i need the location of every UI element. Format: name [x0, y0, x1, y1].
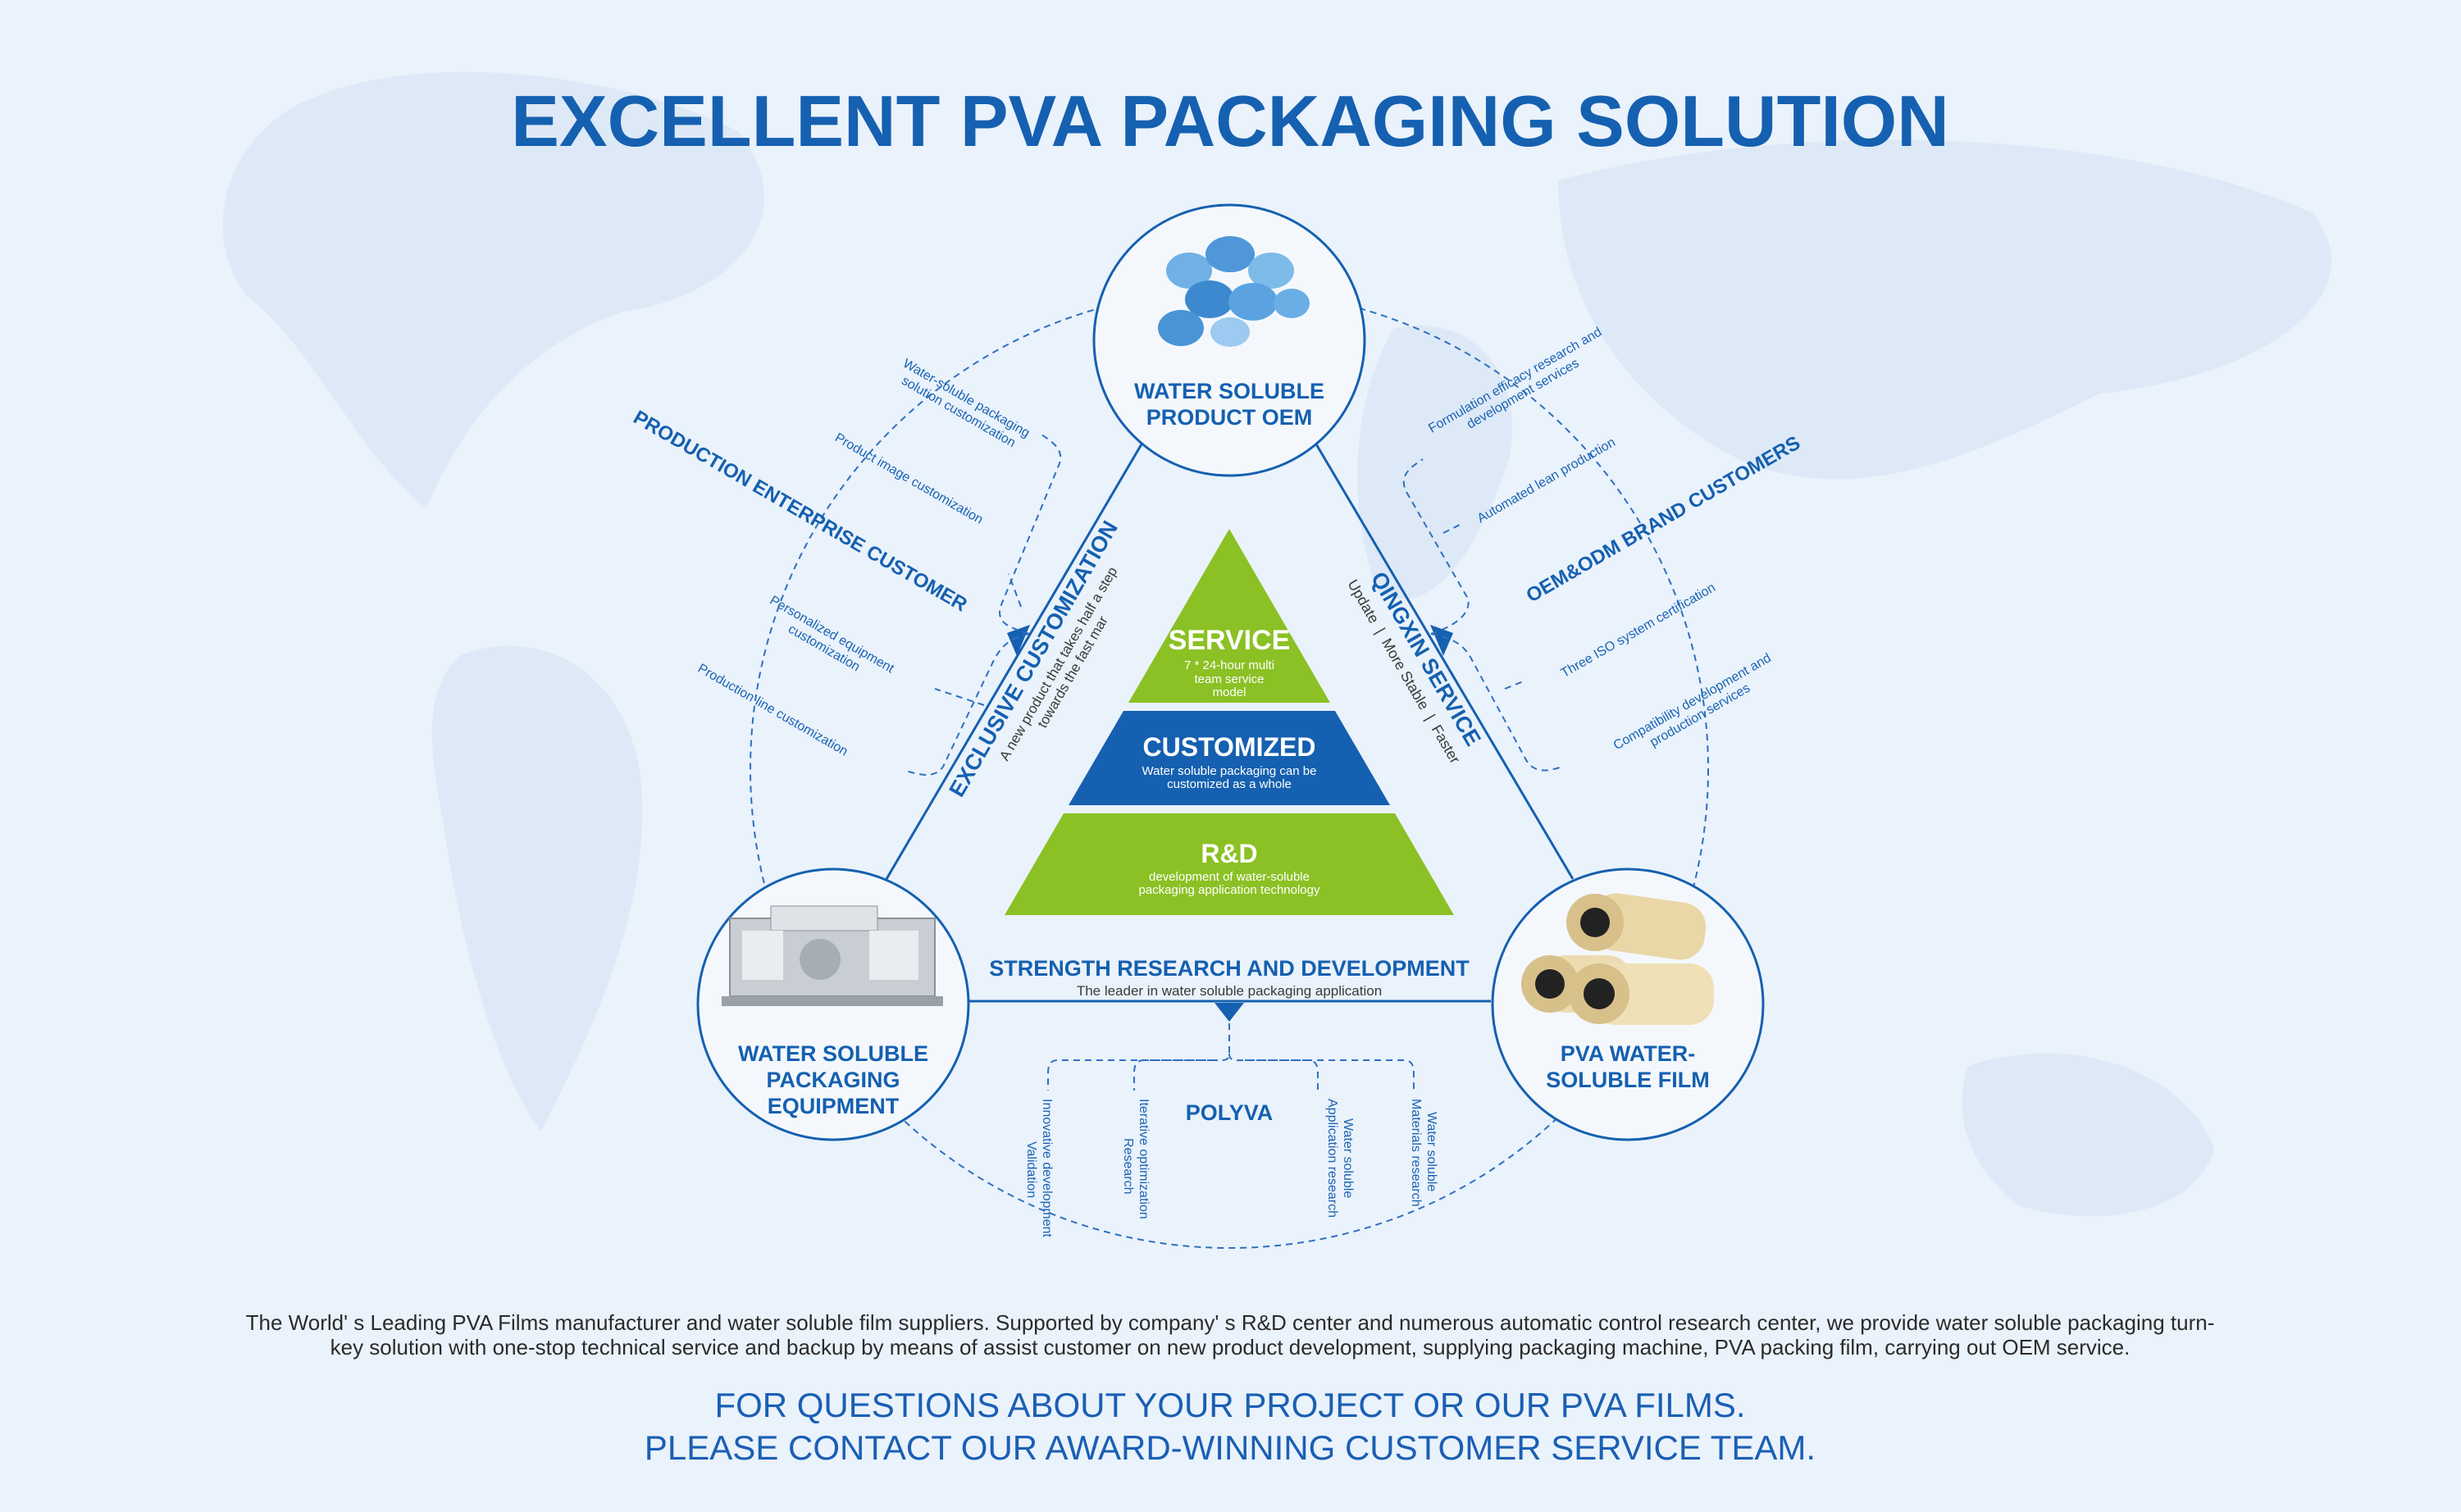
- right-item-4-line-1: Compatibility development and: [1611, 651, 1774, 753]
- bottom-pointer-icon: [1215, 1003, 1244, 1022]
- right-group-title: OEM&ODM BRAND CUSTOMERS: [1523, 432, 1804, 608]
- node-left-label-1: WATER SOLUBLE: [738, 1041, 928, 1066]
- bottom-item-2-line-2: Research: [1121, 1138, 1135, 1194]
- rnd-desc-1: development of water-soluble: [1149, 870, 1310, 884]
- rnd-title: R&D: [1201, 839, 1257, 868]
- right-bracket: [1402, 458, 1563, 772]
- pyramid-customized-layer: [1069, 711, 1390, 805]
- cta-line-1[interactable]: FOR QUESTIONS ABOUT YOUR PROJECT OR OUR …: [714, 1386, 1745, 1424]
- bottom-bracket: [1047, 1023, 1415, 1091]
- bottom-item-3-line-1: Water soluble: [1341, 1118, 1355, 1198]
- left-item-4: Production line customization: [695, 662, 850, 759]
- node-right-label-1: PVA WATER-: [1561, 1041, 1696, 1066]
- service-desc-3: model: [1213, 685, 1246, 699]
- service-desc-1: 7 * 24-hour multi: [1184, 658, 1274, 672]
- bottom-group-title: POLYVA: [1186, 1100, 1274, 1125]
- edge-bottom-subtitle: The leader in water soluble packaging ap…: [1077, 983, 1382, 999]
- node-left-label-2: PACKAGING: [766, 1068, 900, 1092]
- left-item-3-line-1: Personalized equipment: [768, 594, 897, 676]
- node-left-label-3: EQUIPMENT: [768, 1094, 900, 1118]
- page-title: EXCELLENT PVA PACKAGING SOLUTION: [511, 80, 1949, 162]
- node-top-label-2: PRODUCT OEM: [1146, 405, 1313, 430]
- left-item-2: Product image customization: [832, 430, 985, 526]
- customized-title: CUSTOMIZED: [1143, 732, 1316, 762]
- packaging-machine-image: [722, 905, 943, 1006]
- bottom-item-3-line-2: Application research: [1325, 1099, 1339, 1218]
- rnd-desc-2: packaging application technology: [1139, 883, 1320, 897]
- node-top-label-1: WATER SOLUBLE: [1134, 379, 1324, 403]
- bottom-item-1-line-2: Validation: [1024, 1141, 1038, 1198]
- customized-desc-2: customized as a whole: [1167, 777, 1292, 791]
- node-left: WATER SOLUBLE PACKAGING EQUIPMENT: [696, 868, 970, 1141]
- cta-line-2[interactable]: PLEASE CONTACT OUR AWARD-WINNING CUSTOME…: [645, 1428, 1816, 1467]
- node-right-label-2: SOLUBLE FILM: [1546, 1068, 1709, 1092]
- edge-right-line: [1314, 442, 1575, 880]
- pyramid: SERVICE 7 * 24-hour multi team service m…: [1005, 529, 1454, 915]
- pyramid-rnd-layer: [1005, 813, 1454, 915]
- node-top: WATER SOLUBLE PRODUCT OEM: [1092, 203, 1366, 477]
- world-map-background: [222, 71, 2331, 1217]
- left-bracket: [905, 434, 1062, 776]
- bottom-item-1-line-1: Innovative development: [1040, 1099, 1054, 1238]
- description-line-1: The World' s Leading PVA Films manufactu…: [246, 1310, 2215, 1335]
- edge-left-line: [885, 442, 1144, 880]
- edge-bottom-title: STRENGTH RESEARCH AND DEVELOPMENT: [989, 956, 1470, 981]
- service-title: SERVICE: [1169, 625, 1291, 656]
- detergent-pods-image: [1158, 236, 1310, 347]
- bottom-item-4-line-2: Materials research: [1409, 1099, 1423, 1207]
- pyramid-service-layer: [1128, 529, 1330, 703]
- bottom-item-4-line-1: Water soluble: [1424, 1112, 1438, 1191]
- description-line-2: key solution with one-stop technical ser…: [330, 1335, 2131, 1359]
- left-group-title: PRODUCTION ENTERPRISE CUSTOMER: [630, 407, 971, 617]
- customized-desc-1: Water soluble packaging can be: [1142, 764, 1317, 778]
- node-right: PVA WATER- SOLUBLE FILM: [1491, 868, 1765, 1141]
- right-item-3: Three ISO system certification: [1559, 581, 1718, 681]
- bottom-item-2-line-1: Iterative optimization: [1137, 1099, 1151, 1219]
- film-rolls-image: [1521, 893, 1714, 1025]
- service-desc-2: team service: [1194, 672, 1264, 686]
